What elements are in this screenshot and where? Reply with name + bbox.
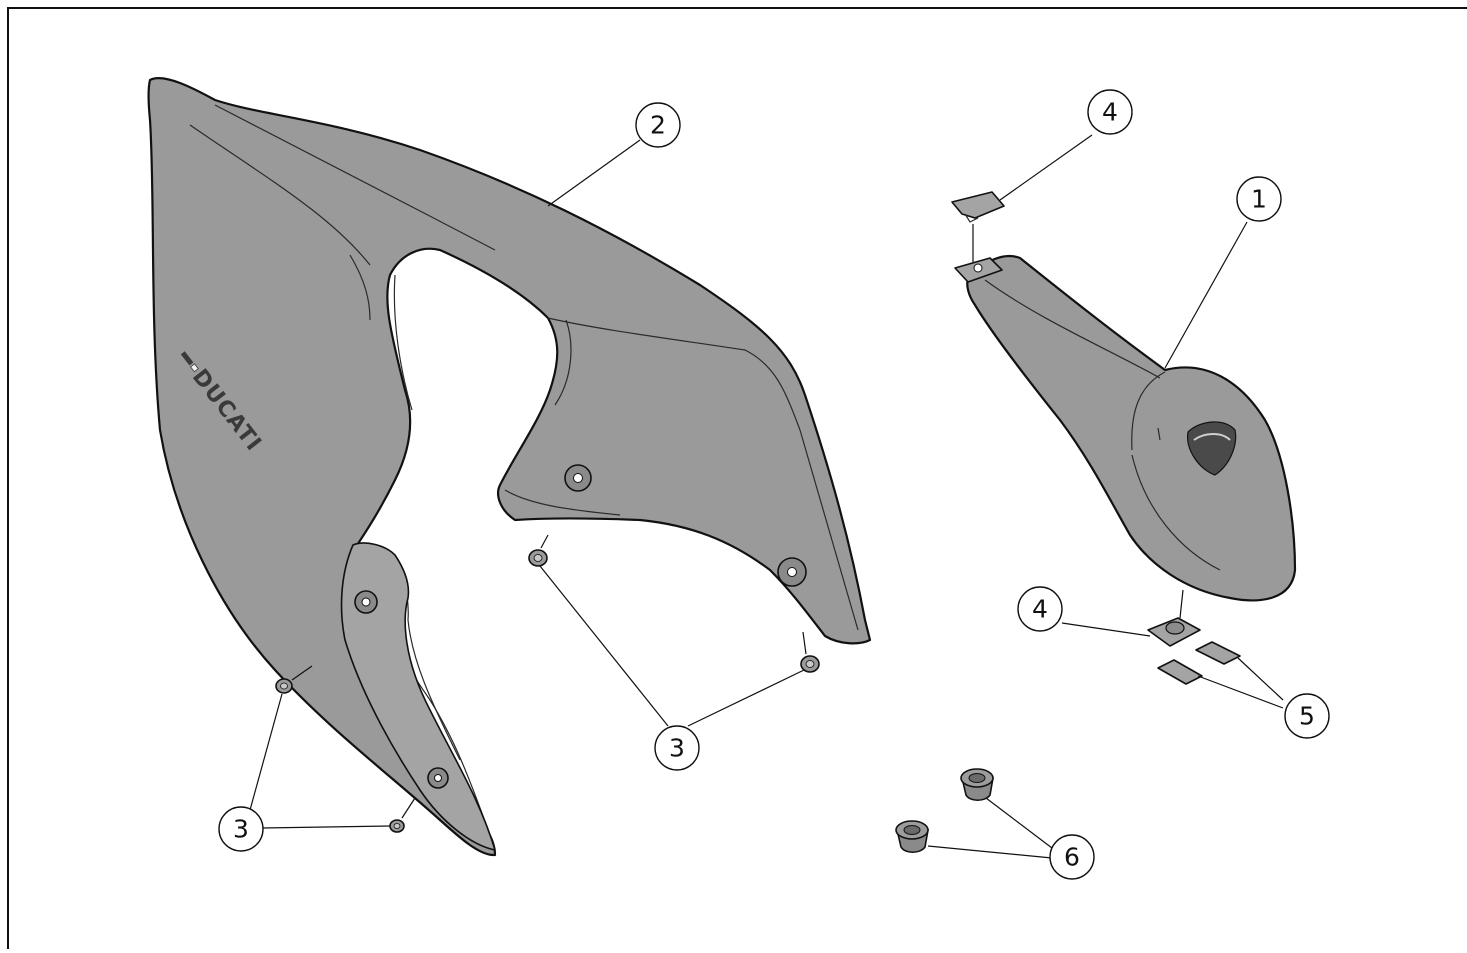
callout-6-label: 6	[1064, 843, 1080, 872]
mount-hole	[564, 464, 592, 492]
grommet	[275, 678, 293, 694]
side-fairing-panel: DUCATI	[147, 77, 872, 857]
tail-section	[954, 254, 1297, 602]
grommet	[528, 549, 548, 567]
callout-6: 6	[1049, 834, 1095, 880]
tab-insert-top	[951, 191, 1005, 262]
rubber-bushing	[960, 768, 994, 802]
callout-2-label: 2	[650, 111, 666, 140]
callout-3-left-label: 3	[233, 815, 249, 844]
callout-4-bottom: 4	[1017, 586, 1063, 632]
callout-3-mid: 3	[654, 725, 700, 771]
callout-5: 5	[1284, 693, 1330, 739]
callout-4-bottom-label: 4	[1032, 595, 1048, 624]
drawing-frame	[7, 7, 1467, 953]
callout-3-left: 3	[218, 806, 264, 852]
mount-hole	[427, 767, 449, 789]
grommet	[800, 655, 820, 673]
callout-3-mid-label: 3	[669, 734, 685, 763]
callout-1-label: 1	[1251, 185, 1267, 214]
rubber-bushing	[895, 820, 929, 854]
tab-insert-bottom	[1147, 589, 1201, 647]
grommet	[389, 819, 405, 833]
mount-hole	[354, 590, 378, 614]
callout-4-top: 4	[1087, 89, 1133, 135]
callout-1: 1	[1236, 176, 1282, 222]
callout-2: 2	[635, 102, 681, 148]
callout-5-label: 5	[1299, 702, 1315, 731]
callout-4-top-label: 4	[1102, 98, 1118, 127]
adhesive-pad	[1195, 641, 1241, 665]
mount-hole	[777, 557, 807, 587]
ducati-shield-emblem	[1187, 421, 1237, 476]
adhesive-pad	[1157, 659, 1203, 685]
